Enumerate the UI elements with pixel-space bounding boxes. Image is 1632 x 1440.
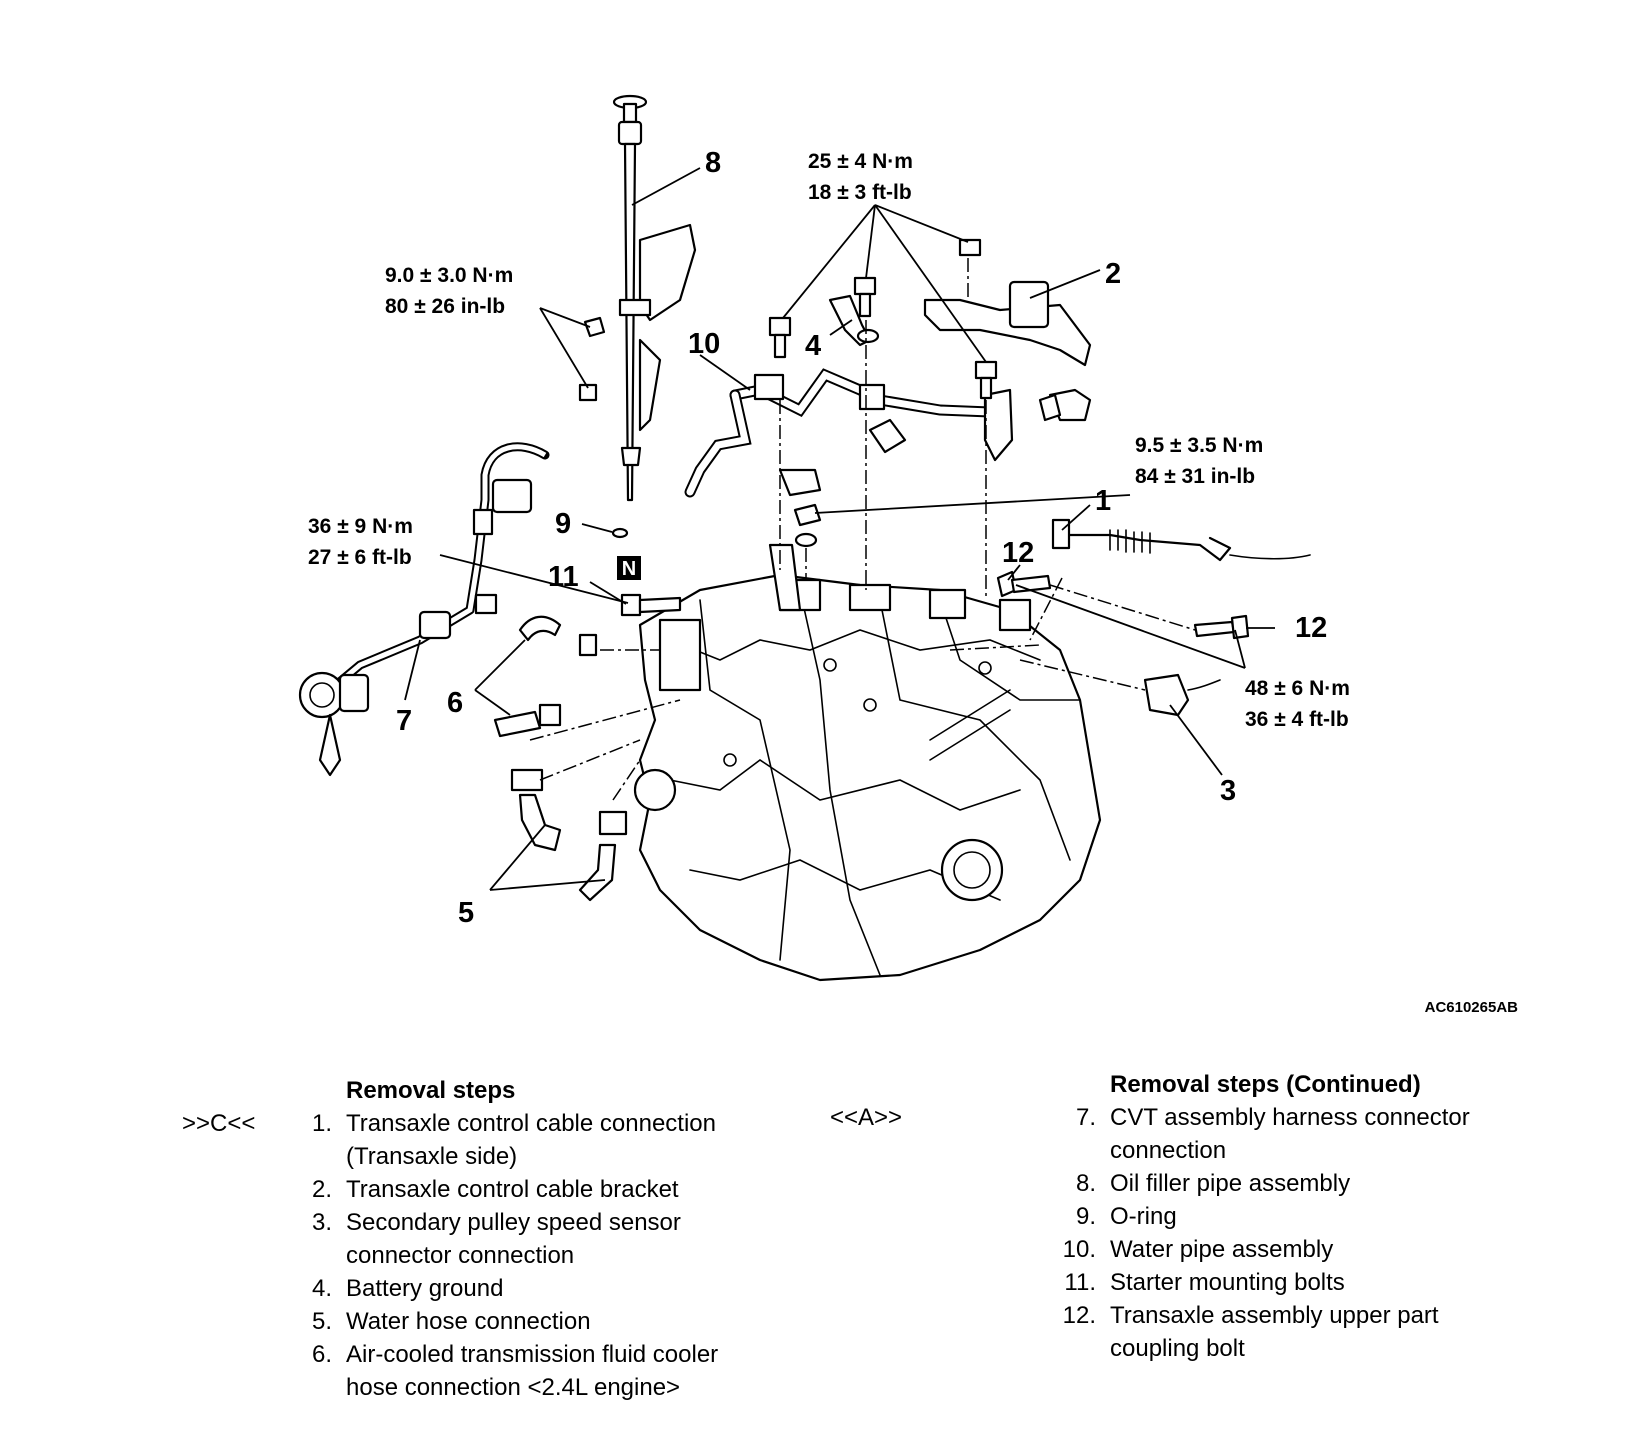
torque-36-nm: 36 ± 9 N·m	[308, 515, 413, 538]
callout-1: 1	[1095, 485, 1111, 517]
o-ring	[611, 527, 629, 539]
step-number: 7.	[1075, 1104, 1096, 1131]
step-number: 9.	[1075, 1203, 1096, 1230]
callout-10: 10	[688, 328, 720, 360]
step-8: 8. Oil filler pipe assembly	[1050, 1167, 1590, 1200]
bracket-bolts	[578, 316, 606, 402]
coupling-bolts	[620, 570, 1250, 640]
step-text: Transaxle control cable bracket	[346, 1176, 679, 1203]
assembly-lines	[529, 258, 1196, 801]
step-3: 3. Secondary pulley speed sensor connect…	[286, 1206, 826, 1272]
leader-lines	[404, 167, 1275, 891]
step-6: 6. Air-cooled transmission fluid cooler …	[286, 1338, 826, 1404]
step-text: Secondary pulley speed sensor	[346, 1209, 681, 1236]
torque-25-nm: 25 ± 4 N·m	[808, 150, 913, 173]
step-7: 7. CVT assembly harness connector connec…	[1050, 1101, 1590, 1167]
figure-id: AC610265AB	[1425, 999, 1519, 1016]
removal-steps-left: Removal steps 1. Transaxle control cable…	[286, 1074, 826, 1404]
transaxle-housing	[633, 543, 1102, 982]
steps-heading: Removal steps	[346, 1077, 516, 1104]
step-text: Water pipe assembly	[1110, 1236, 1334, 1263]
step-number: 11.	[1064, 1269, 1096, 1296]
torque-9p5-nm: 9.5 ± 3.5 N·m	[1135, 434, 1263, 457]
callout-12b: 12	[1295, 612, 1327, 644]
torque-9-imp: 80 ± 26 in-lb	[385, 295, 505, 318]
control-cable	[1051, 518, 1311, 562]
callout-9: 9	[555, 508, 571, 540]
cooler-hoses	[493, 615, 598, 738]
step-text-cont: coupling bolt	[1110, 1335, 1245, 1362]
step-2: 2. Transaxle control cable bracket	[286, 1173, 826, 1206]
step-text-cont: connection	[1110, 1137, 1227, 1164]
step-number: 12.	[1062, 1302, 1096, 1329]
step-5: 5. Water hose connection	[286, 1305, 826, 1338]
torque-36-imp: 27 ± 6 ft-lb	[308, 546, 412, 569]
step-number: 5.	[311, 1308, 332, 1335]
step-number: 10.	[1062, 1236, 1096, 1263]
step-1: 1. Transaxle control cable connection (T…	[286, 1107, 826, 1173]
callout-11: 11	[548, 561, 579, 593]
control-cable-bracket	[923, 280, 1092, 422]
step-text: Transaxle assembly upper part	[1110, 1302, 1439, 1329]
callout-5: 5	[458, 897, 474, 929]
torque-9-nm: 9.0 ± 3.0 N·m	[385, 264, 513, 287]
step-10: 10. Water pipe assembly	[1050, 1233, 1590, 1266]
callout-12a: 12	[1002, 537, 1034, 569]
step-text-cont: (Transaxle side)	[346, 1143, 518, 1170]
callout-6: 6	[447, 687, 463, 719]
callout-3: 3	[1220, 775, 1236, 807]
step-number: 2.	[311, 1176, 332, 1203]
step-text: O-ring	[1110, 1203, 1177, 1230]
water-hoses	[510, 768, 628, 902]
step-text-cont: connector connection	[346, 1242, 575, 1269]
torque-48-nm: 48 ± 6 N·m	[1245, 677, 1350, 700]
n-box-label: N	[622, 558, 636, 580]
step-text: Water hose connection	[346, 1308, 591, 1335]
step-4: 4. Battery ground	[286, 1272, 826, 1305]
callout-4: 4	[805, 330, 821, 362]
step-text: Transaxle control cable connection	[346, 1110, 716, 1137]
callout-2: 2	[1105, 258, 1121, 290]
step-text: Oil filler pipe assembly	[1110, 1170, 1351, 1197]
speed-sensor-connector	[1143, 673, 1221, 717]
step-text: Starter mounting bolts	[1110, 1269, 1345, 1296]
water-pipe-assembly	[684, 368, 1014, 498]
step-number: 1.	[311, 1110, 332, 1137]
torque-25-imp: 18 ± 3 ft-lb	[808, 181, 912, 204]
step-text: Air-cooled transmission fluid cooler	[346, 1341, 719, 1368]
exploded-diagram: N	[298, 94, 1519, 1016]
torque-48-imp: 36 ± 4 ft-lb	[1245, 708, 1349, 731]
oil-filler-pipe	[612, 94, 697, 502]
marker-a: <<A>>	[830, 1104, 903, 1131]
step-text: Battery ground	[346, 1275, 504, 1302]
step-text-cont: hose connection <2.4L engine>	[346, 1374, 681, 1401]
callout-7: 7	[396, 705, 412, 737]
torque-9p5-imp: 84 ± 31 in-lb	[1135, 465, 1255, 488]
removal-steps-right: Removal steps (Continued) 7. CVT assembl…	[1050, 1068, 1590, 1365]
step-number: 6.	[311, 1341, 332, 1368]
step-number: 4.	[311, 1275, 332, 1302]
marker-c: >>C<<	[182, 1110, 256, 1137]
step-9: 9. O-ring	[1050, 1200, 1590, 1233]
step-11: 11. Starter mounting bolts	[1050, 1266, 1590, 1299]
step-12: 12. Transaxle assembly upper part coupli…	[1050, 1299, 1590, 1365]
steps-heading-continued: Removal steps (Continued)	[1110, 1071, 1421, 1098]
pipe-bolts	[768, 238, 998, 400]
step-text: CVT assembly harness connector	[1110, 1104, 1470, 1131]
callout-8: 8	[705, 147, 721, 179]
step-number: 8.	[1075, 1170, 1096, 1197]
cvt-harness	[298, 442, 550, 777]
step-number: 3.	[311, 1209, 332, 1236]
